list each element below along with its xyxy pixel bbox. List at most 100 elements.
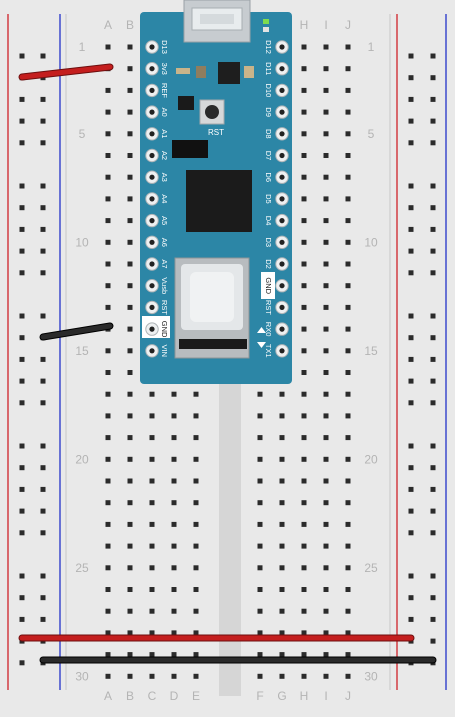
breadboard-hole xyxy=(279,543,285,549)
breadboard-hole xyxy=(279,435,285,441)
rail-hole xyxy=(19,595,25,601)
breadboard-hole xyxy=(257,413,263,419)
breadboard-hole xyxy=(345,348,351,354)
breadboard-hole xyxy=(301,131,307,137)
breadboard-hole xyxy=(345,370,351,375)
breadboard-hole xyxy=(127,348,133,354)
breadboard-hole xyxy=(127,630,133,636)
breadboard-hole xyxy=(345,673,351,679)
rail-hole xyxy=(40,140,46,146)
breadboard-hole xyxy=(105,630,111,636)
pin-label: D6 xyxy=(264,172,273,182)
pin-label: TX1 xyxy=(264,344,273,358)
rail-hole xyxy=(430,616,436,622)
breadboard-hole xyxy=(279,565,285,571)
rail-hole xyxy=(40,183,46,189)
breadboard-hole xyxy=(127,218,133,224)
rail-hole xyxy=(430,96,436,102)
breadboard-hole xyxy=(257,630,263,636)
breadboard-hole xyxy=(323,608,329,614)
breadboard-hole xyxy=(105,435,111,441)
breadboard-hole xyxy=(105,673,111,679)
rail-hole xyxy=(19,205,25,211)
breadboard-hole xyxy=(193,587,199,592)
rail-hole xyxy=(19,443,25,449)
breadboard-hole xyxy=(345,261,351,267)
breadboard-hole xyxy=(345,326,351,332)
pin-label: D11 xyxy=(264,62,273,75)
rail-hole xyxy=(430,378,436,384)
rail-hole xyxy=(40,443,46,449)
rail-hole xyxy=(408,573,414,579)
rail-hole xyxy=(40,616,46,622)
breadboard-hole xyxy=(323,87,329,93)
breadboard-hole xyxy=(323,239,329,245)
breadboard-hole xyxy=(171,391,177,397)
breadboard-hole xyxy=(301,456,307,462)
pin-label: GND xyxy=(160,321,169,338)
breadboard-hole xyxy=(257,391,263,397)
breadboard-hole xyxy=(345,630,351,636)
column-letter-label: C xyxy=(148,689,157,703)
regulator-module xyxy=(174,257,250,359)
board-pin-hole xyxy=(149,261,155,267)
breadboard-hole xyxy=(193,435,199,441)
breadboard-hole xyxy=(127,109,133,115)
rail-hole xyxy=(430,118,436,124)
pin-label: A0 xyxy=(160,108,169,117)
rail-hole xyxy=(19,226,25,232)
breadboard-hole xyxy=(301,500,307,506)
rail-hole xyxy=(430,508,436,514)
row-number-label: 1 xyxy=(368,40,375,54)
breadboard-hole xyxy=(323,370,329,375)
breadboard-hole xyxy=(323,652,329,658)
board-pin-hole xyxy=(149,304,155,310)
breadboard-hole xyxy=(105,652,111,658)
rail-hole xyxy=(19,140,25,146)
breadboard-hole xyxy=(345,521,351,527)
breadboard-hole xyxy=(171,478,177,484)
breadboard-hole xyxy=(345,44,351,50)
row-number-label: 30 xyxy=(364,669,378,683)
column-letter-label: I xyxy=(324,18,327,32)
pin-label: VIN xyxy=(160,345,169,358)
breadboard-hole xyxy=(105,391,111,397)
breadboard-hole xyxy=(171,630,177,636)
rail-hole xyxy=(408,248,414,254)
pin-label: RST xyxy=(264,300,273,315)
breadboard-hole xyxy=(345,218,351,224)
jumper-wires xyxy=(18,63,437,664)
breadboard-hole xyxy=(345,196,351,202)
rail-hole xyxy=(40,118,46,124)
breadboard-hole xyxy=(257,673,263,679)
breadboard-hole xyxy=(323,348,329,354)
breadboard-hole xyxy=(323,109,329,115)
rail-hole xyxy=(408,443,414,449)
pin-label: D2 xyxy=(264,259,273,269)
breadboard-hole xyxy=(105,413,111,419)
pin-label: A2 xyxy=(160,151,169,160)
breadboard-hole xyxy=(171,543,177,549)
breadboard-hole xyxy=(193,652,199,658)
breadboard-hole xyxy=(323,304,329,310)
breadboard-hole xyxy=(279,456,285,462)
breadboard-hole xyxy=(279,478,285,484)
breadboard-hole xyxy=(105,283,111,289)
rail-hole xyxy=(430,465,436,471)
breadboard-hole xyxy=(105,587,111,592)
breadboard-hole xyxy=(301,261,307,267)
board-pin-hole xyxy=(149,66,155,72)
rail-hole xyxy=(19,313,25,319)
breadboard-hole xyxy=(323,456,329,462)
rail-hole xyxy=(408,226,414,232)
reset-button[interactable] xyxy=(199,99,225,125)
board-pin-hole xyxy=(279,174,285,180)
breadboard-hole xyxy=(301,66,307,72)
rail-hole xyxy=(19,335,25,341)
gnd-pin-highlight-right xyxy=(261,272,275,299)
breadboard-hole xyxy=(301,239,307,245)
smd-component xyxy=(172,140,208,158)
breadboard-hole xyxy=(301,87,307,93)
breadboard-hole xyxy=(323,66,329,72)
breadboard-hole xyxy=(171,456,177,462)
